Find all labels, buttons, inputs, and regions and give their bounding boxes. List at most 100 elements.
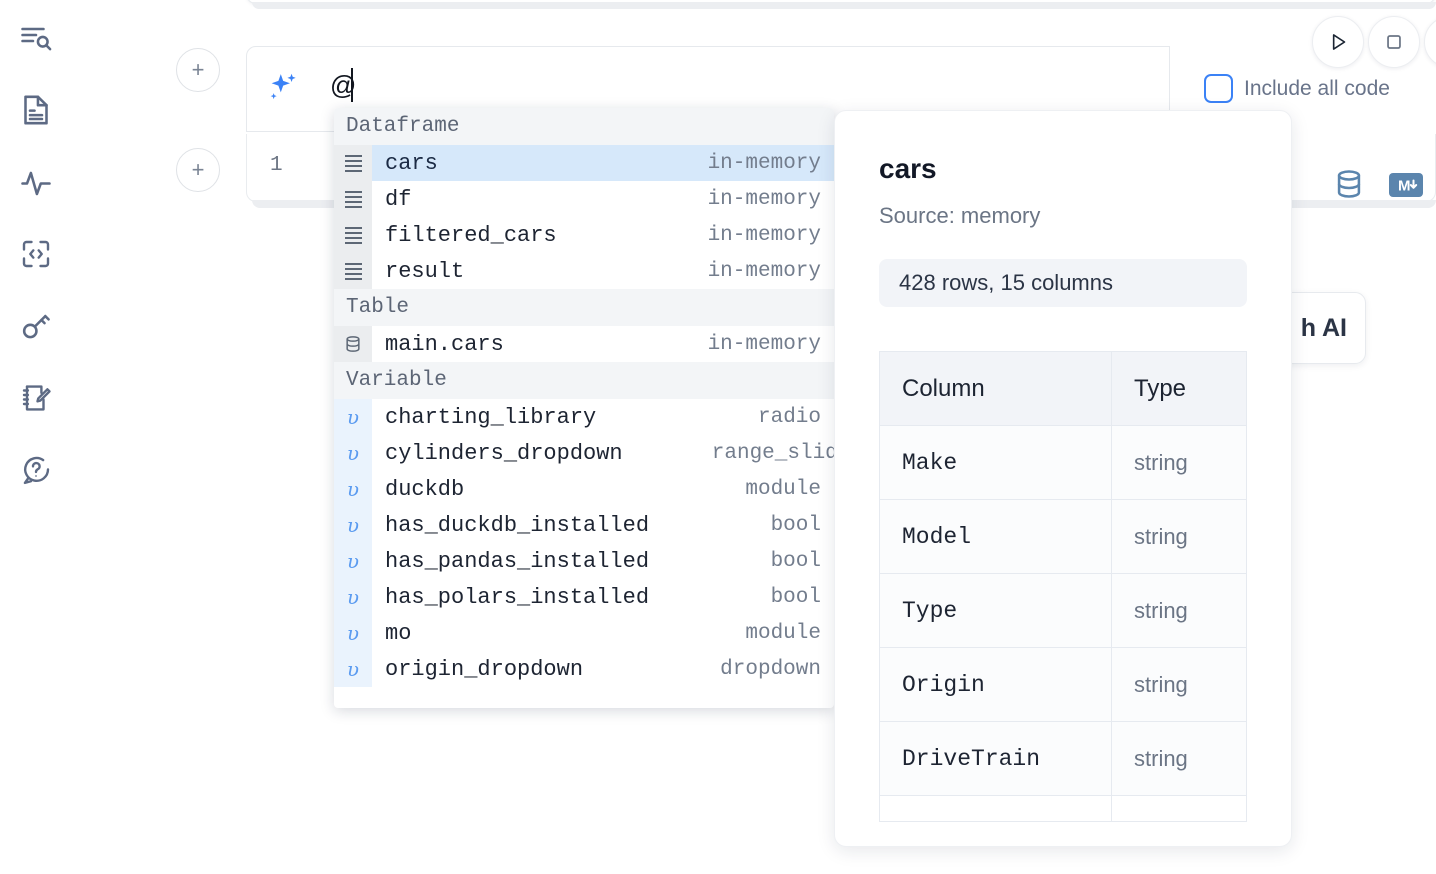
autocomplete-item-icon: υ [334,579,372,615]
autocomplete-item-label: filtered_cars [385,222,557,248]
autocomplete-item-label: has_pandas_installed [385,548,650,574]
help-chat-icon[interactable] [14,448,58,492]
autocomplete-item-label: cars [385,150,438,176]
column-header-column: Column [879,351,1112,426]
schema-column-name: Origin [879,647,1112,722]
dataframe-preview-panel: cars Source: memory 428 rows, 15 columns… [834,110,1292,847]
autocomplete-item-label: charting_library [385,404,597,430]
variable-icon: υ [346,405,360,429]
autocomplete-item-icon: υ [334,507,372,543]
autocomplete-item-type: range_slider [711,441,834,465]
variable-icon: υ [346,477,360,501]
autocomplete-item-icon: υ [334,543,372,579]
dataframe-icon [344,154,362,172]
dataframe-icon [344,190,362,208]
schema-column-type: string [1111,425,1247,500]
file-document-icon[interactable] [14,88,58,132]
autocomplete-item[interactable]: cars in-memory [334,145,834,181]
autocomplete-item-label: df [385,186,412,212]
previous-cell-shadow [252,2,1436,9]
schema-column-name: Model [879,499,1112,574]
autocomplete-item-label: origin_dropdown [385,656,584,682]
autocomplete-item-type: in-memory [707,223,821,247]
autocomplete-item-icon: υ [334,615,372,651]
autocomplete-item[interactable]: υ origin_dropdown dropdown [334,651,834,687]
variable-icon: υ [346,621,360,645]
preview-stats-badge: 428 rows, 15 columns [879,259,1247,307]
autocomplete-item[interactable]: υ mo module [334,615,834,651]
autocomplete-item[interactable]: υ cylinders_dropdown range_slider [334,435,834,471]
include-all-code-label: Include all code [1244,76,1390,100]
autocomplete-item[interactable]: main.cars in-memory [334,326,834,362]
code-snippet-icon[interactable] [14,232,58,276]
variable-icon: υ [346,513,360,537]
autocomplete-item-icon: υ [334,651,372,687]
autocomplete-item-icon [334,326,372,362]
autocomplete-item-type: module [745,621,821,645]
database-icon[interactable] [1332,166,1366,207]
table-row-clipped [879,795,1247,822]
autocomplete-item-icon [334,217,372,253]
include-all-code-row[interactable]: Include all code [1204,74,1390,103]
schema-column-type: string [1111,499,1247,574]
notebook-edit-icon[interactable] [14,376,58,420]
dataframe-icon [344,226,362,244]
markdown-icon[interactable]: M [1388,172,1424,203]
add-cell-below-button[interactable]: + [176,148,220,192]
more-actions-button[interactable] [1424,16,1436,68]
autocomplete-item-label: cylinders_dropdown [385,440,623,466]
schema-column-name: DriveTrain [879,721,1112,796]
include-all-code-checkbox[interactable] [1204,74,1233,103]
autocomplete-item-type: in-memory [707,259,821,283]
autocomplete-item-type: in-memory [707,151,821,175]
schema-column-name: Make [879,425,1112,500]
table-header-row: Column Type [879,351,1247,426]
autocomplete-group-header: Dataframe [334,108,834,145]
svg-text:M: M [1398,178,1411,195]
key-icon[interactable] [14,304,58,348]
schema-column-type: string [1111,573,1247,648]
preview-title: cars [879,153,937,184]
table-database-icon [346,336,360,352]
autocomplete-item-label: mo [385,620,412,646]
schema-column-type: string [1111,721,1247,796]
autocomplete-item-label: main.cars [385,331,504,357]
variable-icon: υ [346,549,360,573]
autocomplete-item-type: bool [770,549,821,573]
add-cell-above-button[interactable]: + [176,48,220,92]
autocomplete-item-label: has_duckdb_installed [385,512,650,538]
autocomplete-item[interactable]: filtered_cars in-memory [334,217,834,253]
activity-pulse-icon[interactable] [14,160,58,204]
autocomplete-item-type: bool [770,513,821,537]
column-header-type: Type [1111,351,1247,426]
variable-icon: υ [346,441,360,465]
autocomplete-item[interactable]: υ has_polars_installed bool [334,579,834,615]
stop-button[interactable] [1368,16,1420,68]
run-button[interactable] [1312,16,1364,68]
autocomplete-item-icon: υ [334,399,372,435]
dataframe-icon [344,262,362,280]
autocomplete-item-label: duckdb [385,476,465,502]
variable-icon: υ [346,585,360,609]
autocomplete-item-type: in-memory [707,332,821,356]
autocomplete-item-type: bool [770,585,821,609]
outline-search-icon[interactable] [14,16,58,60]
autocomplete-item-label: has_polars_installed [385,584,650,610]
autocomplete-item[interactable]: υ has_duckdb_installed bool [334,507,834,543]
autocomplete-item-icon [334,253,372,289]
autocomplete-item-type: dropdown [720,657,821,681]
variable-icon: υ [346,657,360,681]
autocomplete-item[interactable]: υ has_pandas_installed bool [334,543,834,579]
line-number: 1 [270,154,283,177]
